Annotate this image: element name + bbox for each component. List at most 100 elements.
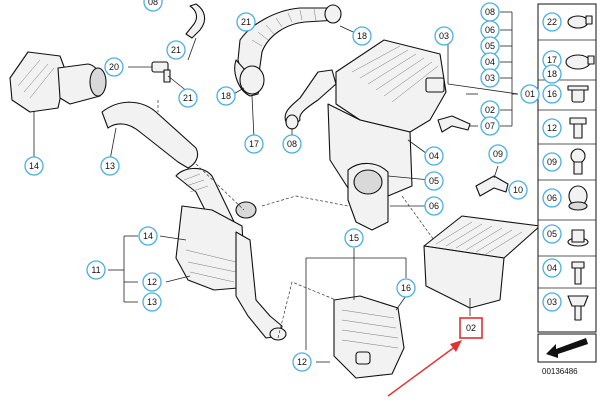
callout-label: 14	[143, 231, 153, 241]
air-mass-meter	[9, 51, 107, 113]
callout-label: 06	[429, 201, 439, 211]
callout-circle	[104, 57, 124, 77]
callout-circle	[542, 118, 562, 138]
bush-part	[568, 185, 588, 211]
callout-label: 13	[147, 297, 157, 307]
callout-circle	[542, 258, 562, 278]
callout-label: 14	[29, 161, 39, 171]
highlighted-callout-box[interactable]: 02	[459, 317, 483, 339]
callout-circle	[520, 84, 540, 104]
callout-circle	[138, 226, 158, 246]
filter-element	[423, 215, 541, 309]
callout-label: 08	[485, 7, 495, 17]
callout-s-06[interactable]: 06	[480, 20, 500, 40]
callout-label: 12	[297, 357, 307, 367]
mounting-bracket	[475, 175, 509, 197]
resonator-box	[333, 295, 405, 379]
callout-s-05[interactable]: 05	[480, 36, 500, 56]
callout-circle	[344, 228, 364, 248]
callout-18-a[interactable]: 18	[352, 26, 372, 46]
vent-pipe	[185, 3, 206, 39]
callout-label: 04	[547, 263, 557, 273]
callout-13-group[interactable]: 13	[142, 292, 162, 312]
callout-12-bottom[interactable]: 12	[292, 352, 312, 372]
callout-r-12[interactable]: 12	[542, 118, 562, 138]
callout-circle	[424, 196, 444, 216]
callout-s-08[interactable]: 08	[480, 2, 500, 22]
callout-r-17[interactable]: 17	[542, 50, 562, 70]
callout-label: 15	[349, 233, 359, 243]
callout-14-left[interactable]: 14	[24, 156, 44, 176]
callout-label: 09	[547, 157, 557, 167]
callout-circle	[542, 12, 562, 32]
callout-r-09[interactable]: 09	[542, 152, 562, 172]
callout-circle	[542, 292, 562, 312]
callout-r-06[interactable]: 06	[542, 188, 562, 208]
callout-label: 20	[109, 62, 119, 72]
callout-label: 22	[547, 17, 557, 27]
callout-label: 21	[241, 17, 251, 27]
callout-01[interactable]: 01	[520, 84, 540, 104]
resonator-assembly	[175, 167, 287, 341]
callout-21-c[interactable]: 21	[178, 88, 198, 108]
callout-label: 03	[547, 297, 557, 307]
callout-r-22[interactable]: 22	[542, 12, 562, 32]
callout-label: 03	[439, 31, 449, 41]
callout-21-b[interactable]: 21	[236, 12, 256, 32]
callout-16-mid[interactable]: 16	[396, 278, 416, 298]
callout-circle	[542, 64, 562, 84]
callout-label: 12	[547, 123, 557, 133]
clip-bracket	[437, 115, 471, 133]
callout-label: 21	[171, 45, 181, 55]
callout-08-hose[interactable]: 08	[282, 134, 302, 154]
callout-10[interactable]: 10	[508, 180, 528, 200]
callout-r-05[interactable]: 05	[542, 224, 562, 244]
callout-circle	[24, 156, 44, 176]
callout-r-04[interactable]: 04	[542, 258, 562, 278]
s-hose	[284, 69, 337, 129]
sensor-part	[151, 61, 171, 83]
callout-label: 04	[429, 151, 439, 161]
callout-label: 12	[147, 277, 157, 287]
callout-21-a[interactable]: 21	[166, 40, 186, 60]
callout-07[interactable]: 07	[480, 116, 500, 136]
callout-02-stack[interactable]: 02	[480, 100, 500, 120]
callout-label: 06	[547, 193, 557, 203]
highlighted-callout-label: 02	[466, 323, 476, 333]
callout-09-mid[interactable]: 09	[488, 144, 508, 164]
callout-label: 04	[485, 57, 495, 67]
callout-r-18[interactable]: 18	[542, 64, 562, 84]
callout-11[interactable]: 11	[86, 260, 106, 280]
bolt-part	[571, 261, 585, 285]
callout-s-03[interactable]: 03	[480, 68, 500, 88]
highlight-pointer	[387, 340, 462, 397]
callout-r-03[interactable]: 03	[542, 292, 562, 312]
diagram-reference-number: 00136486	[542, 367, 578, 376]
callout-circle	[508, 180, 528, 200]
callout-14-group[interactable]: 14	[138, 226, 158, 246]
orientation-arrow-icon	[537, 333, 597, 363]
washer-nut-part	[567, 229, 589, 247]
callout-04-mid[interactable]: 04	[424, 146, 444, 166]
callout-circle	[488, 144, 508, 164]
corrugated-hose	[234, 4, 342, 97]
callout-s-04[interactable]: 04	[480, 52, 500, 72]
callout-circle	[216, 86, 236, 106]
callout-12-group[interactable]: 12	[142, 272, 162, 292]
callout-03-top[interactable]: 03	[434, 26, 454, 46]
callout-05-mid[interactable]: 05	[424, 171, 444, 191]
rubber-mount-part	[570, 148, 586, 175]
callout-13[interactable]: 13	[100, 156, 120, 176]
plug-part	[567, 85, 589, 103]
callout-06-mid[interactable]: 06	[424, 196, 444, 216]
callout-15[interactable]: 15	[344, 228, 364, 248]
callout-08-top[interactable]: 08	[143, 0, 163, 12]
callout-18-b[interactable]: 18	[216, 86, 236, 106]
callout-20[interactable]: 20	[104, 57, 124, 77]
callout-circle	[282, 134, 302, 154]
callout-circle	[100, 156, 120, 176]
callout-circle	[86, 260, 106, 280]
callout-label: 10	[513, 185, 523, 195]
callout-r-16[interactable]: 16	[542, 84, 562, 104]
callout-17[interactable]: 17	[244, 134, 264, 154]
